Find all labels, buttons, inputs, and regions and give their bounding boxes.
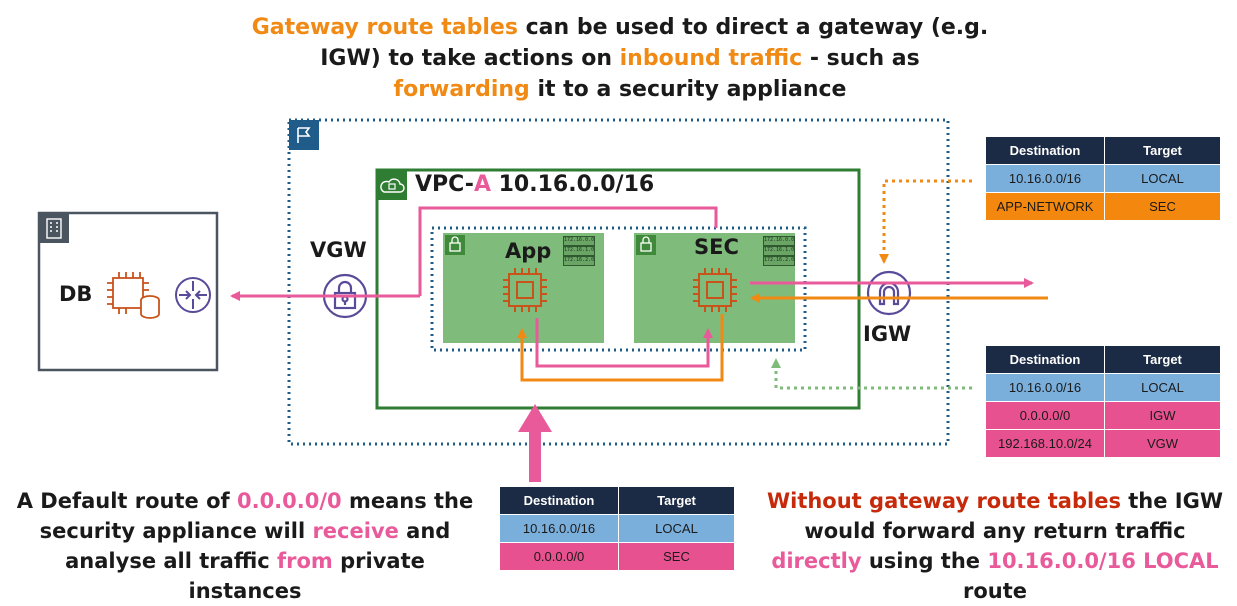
br-t4: using the [861, 549, 988, 573]
table-cell: LOCAL [1104, 164, 1221, 193]
igw-label: IGW [863, 322, 912, 346]
vpc-box [375, 168, 861, 410]
lock-icon-sec [636, 235, 656, 255]
building-icon [39, 213, 69, 243]
headline-part1: Gateway route tables [251, 15, 518, 40]
orange-sec-to-app [517, 314, 724, 382]
table-cell: 0.0.0.0/0 [985, 401, 1105, 430]
vpc-label: VPC-A 10.16.0.0/16 [415, 172, 654, 197]
green-dotted-connector [771, 358, 972, 390]
br-t6: route [962, 579, 1027, 603]
vpc-prefix: VPC- [415, 172, 474, 197]
table-cell: 0.0.0.0/0 [499, 542, 619, 571]
db-box [37, 211, 219, 372]
br-t5: 10.16.0.0/16 LOCAL [987, 549, 1219, 573]
pink-loop-top [418, 206, 718, 296]
table-cell: 10.16.0.0/16 [499, 514, 619, 543]
sec-label: SEC [694, 235, 739, 259]
table-header: Destination [985, 345, 1105, 374]
flag-icon [289, 120, 319, 150]
table-cell: LOCAL [618, 514, 735, 543]
without-gateway-note: Without gateway route tables the IGW wou… [760, 486, 1230, 606]
table-cell: IGW [1104, 401, 1221, 430]
app-label: App [505, 239, 552, 263]
table-cell: VGW [1104, 429, 1221, 458]
vpc-cidr: 10.16.0.0/16 [490, 172, 655, 197]
subnet-container [430, 226, 807, 352]
table-cell: APP-NETWORK [985, 192, 1105, 221]
mini-route: 172.16.0.0 [763, 236, 795, 246]
chip-icon-app [503, 268, 547, 312]
vgw-label: VGW [310, 238, 367, 262]
mini-route: 172.16.2.0 [763, 256, 795, 266]
headline-part4: - such as [802, 46, 920, 71]
bl-t4: receive [312, 519, 399, 543]
mini-route: 172.16.1.0 [563, 246, 595, 256]
bl-t1: A Default route of [16, 489, 237, 513]
table-cell: LOCAL [1104, 373, 1221, 402]
orange-dotted-connector [879, 179, 972, 264]
router-icon [175, 277, 211, 313]
cloud-lock-icon [377, 170, 407, 200]
table-header: Destination [499, 486, 619, 515]
table-cell: SEC [618, 542, 735, 571]
server-chip-icon [107, 272, 160, 319]
mini-route: 172.16.2.0 [563, 256, 595, 266]
table-header: Destination [985, 136, 1105, 165]
headline-part6: it to a security appliance [529, 77, 847, 102]
table-header: Target [1104, 136, 1221, 165]
default-route-note: A Default route of 0.0.0.0/0 means the s… [10, 486, 480, 606]
table-cell: 10.16.0.0/16 [985, 164, 1105, 193]
igw-arch-icon [866, 270, 912, 316]
br-t3: directly [771, 549, 862, 573]
table-cell: SEC [1104, 192, 1221, 221]
db-label: DB [59, 282, 93, 306]
br-t2: the IGW would forward any return traffic [804, 489, 1224, 543]
mini-route: 172.16.0.0 [563, 236, 595, 246]
headline-part3: inbound traffic [619, 46, 803, 71]
table-cell: 10.16.0.0/16 [985, 373, 1105, 402]
headline-part5: forwarding [393, 77, 530, 102]
table-header: Target [618, 486, 735, 515]
bl-t6: from [277, 549, 333, 573]
diagram-canvas [37, 118, 1048, 482]
table-cell: 192.168.10.0/24 [985, 429, 1105, 458]
headline: Gateway route tables can be used to dire… [250, 12, 990, 105]
chip-icon-sec [693, 268, 737, 312]
headline-part2: can be used to direct a gateway (e.g. IG… [320, 15, 989, 71]
bl-t3: means the security appliance will [39, 489, 474, 543]
pink-up-arrow [518, 404, 552, 482]
vpc-letter: A [473, 172, 491, 197]
bl-t2: 0.0.0.0/0 [236, 489, 342, 513]
mini-route: 172.16.1.0 [763, 246, 795, 256]
br-t1: Without gateway route tables [766, 489, 1121, 513]
lock-icon-app [445, 235, 465, 255]
table-header: Target [1104, 345, 1221, 374]
bl-t5: and analyse all traffic [65, 519, 451, 573]
pink-app-to-sec [535, 318, 713, 368]
